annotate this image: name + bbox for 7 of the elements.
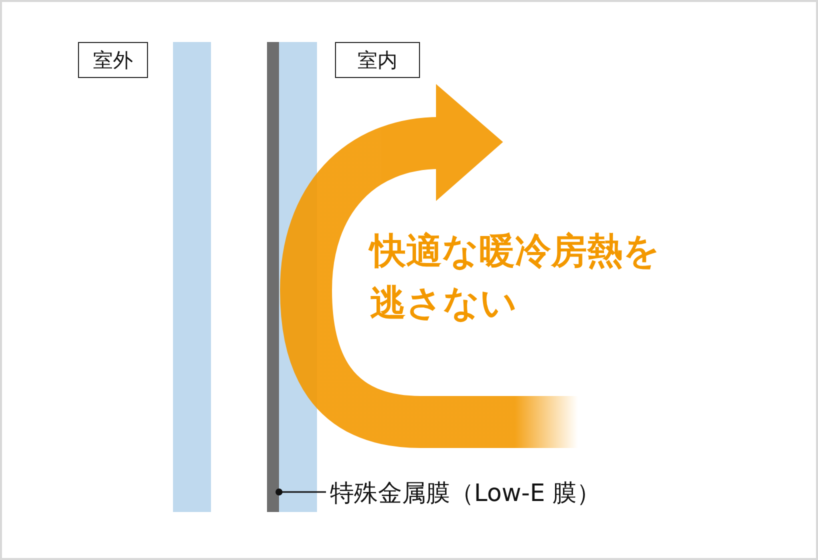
- label-tag: 室外: [78, 42, 148, 78]
- heat-message: 快適な暖冷房熱を逃さない: [370, 230, 661, 326]
- leader-line: [276, 488, 326, 496]
- glass-pane: [173, 42, 211, 512]
- film-layer: [267, 42, 279, 512]
- leader-text: 特殊金属膜（Low-E 膜）: [330, 478, 601, 508]
- label-tag: 室内: [335, 42, 420, 78]
